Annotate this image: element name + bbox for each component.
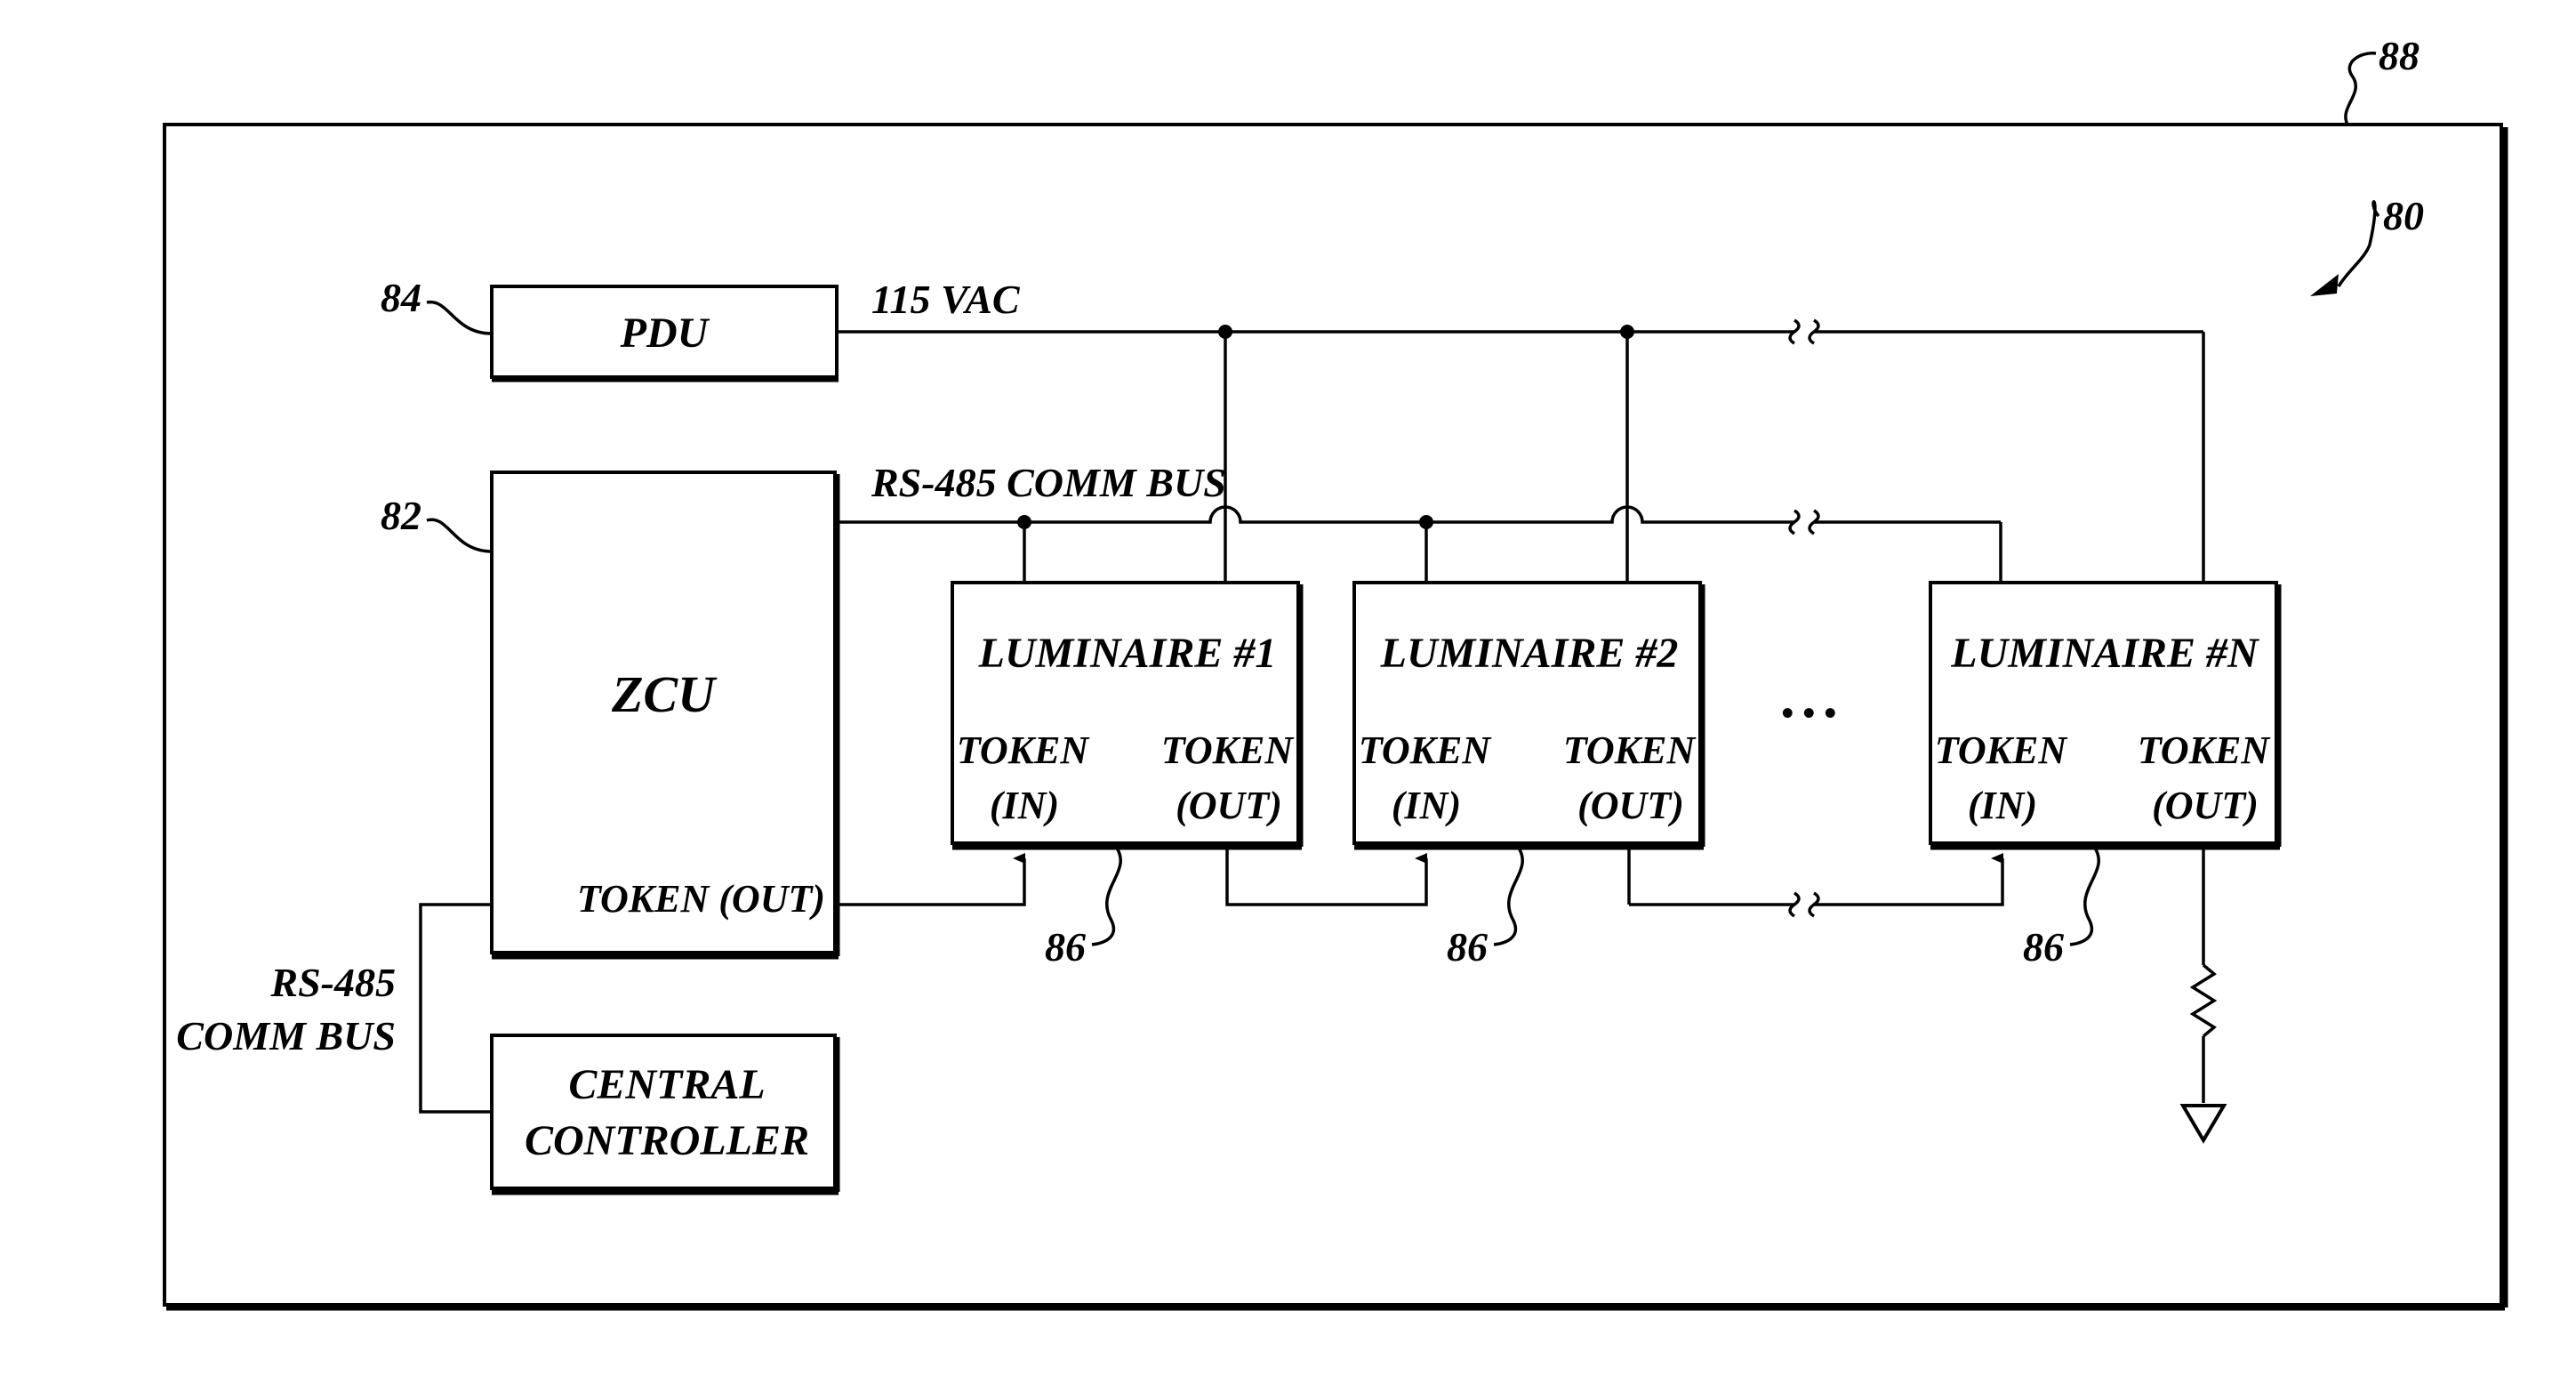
luminaire-n: LUMINAIRE #N TOKEN (IN) TOKEN (OUT) <box>1930 583 2280 847</box>
system-ref-number: 80 <box>2383 193 2424 238</box>
ellipsis: • • • <box>1781 693 1836 733</box>
controller-comm-label-line1: RS-485 <box>269 960 396 1005</box>
pdu-reference: 84 <box>381 275 492 334</box>
power-junction-2 <box>1620 325 1634 339</box>
system-reference: 80 <box>2310 193 2424 296</box>
luminaire-n-token-in-bottom: (IN) <box>1968 784 2037 827</box>
zcu-ref-number: 82 <box>381 493 421 538</box>
luminaire-2-reference: 86 <box>1447 847 1522 970</box>
controller-comm-label-line2: COMM BUS <box>176 1013 396 1058</box>
pdu-label: PDU <box>620 310 710 357</box>
luminaire-1: LUMINAIRE #1 TOKEN (IN) TOKEN (OUT) <box>952 583 1302 847</box>
pdu-ref-number: 84 <box>381 275 421 320</box>
luminaire-1-ref-number: 86 <box>1045 924 1086 970</box>
pdu-block: PDU <box>492 286 839 379</box>
luminaire-1-token-out-top: TOKEN <box>1161 728 1296 772</box>
power-junction-1 <box>1218 325 1232 339</box>
central-controller-label-line1: CENTRAL <box>568 1061 765 1108</box>
luminaire-1-token-in-bottom: (IN) <box>990 784 1059 827</box>
controller-comm-bus: RS-485 COMM BUS <box>176 905 492 1112</box>
luminaire-n-title: LUMINAIRE #N <box>1950 630 2260 677</box>
enclosure-ref-number: 88 <box>2379 33 2420 78</box>
zcu-reference: 82 <box>381 493 492 551</box>
comm-bus: RS-485 COMM BUS <box>837 460 2001 583</box>
ground-symbol <box>2183 1106 2224 1140</box>
power-bus: 115 VAC <box>837 277 2203 583</box>
token-chain <box>837 845 2002 916</box>
zcu-token-out-label: TOKEN (OUT) <box>577 877 825 921</box>
luminaire-1-title: LUMINAIRE #1 <box>978 630 1277 677</box>
enclosure-reference: 88 <box>2346 33 2420 125</box>
luminaire-2-token-in-bottom: (IN) <box>1392 784 1461 827</box>
luminaire-2-token-out-bottom: (OUT) <box>1577 784 1684 827</box>
zcu-label: ZCU <box>611 665 718 723</box>
central-controller-block: CENTRAL CONTROLLER <box>492 1035 839 1192</box>
luminaire-2: LUMINAIRE #2 TOKEN (IN) TOKEN (OUT) <box>1354 583 1704 847</box>
luminaire-2-token-in-top: TOKEN <box>1359 728 1493 772</box>
central-controller-label-line2: CONTROLLER <box>525 1117 809 1164</box>
luminaire-1-token-out-bottom: (OUT) <box>1176 784 1282 827</box>
luminaire-2-token-out-top: TOKEN <box>1563 728 1697 772</box>
luminaire-1-reference: 86 <box>1045 847 1120 970</box>
luminaire-1-token-in-top: TOKEN <box>957 728 1091 772</box>
zcu-block: ZCU TOKEN (OUT) <box>492 472 839 956</box>
luminaire-n-ref-number: 86 <box>2023 924 2064 970</box>
power-bus-label: 115 VAC <box>871 277 1021 322</box>
luminaire-2-title: LUMINAIRE #2 <box>1380 630 1679 677</box>
comm-junction-2 <box>1419 515 1433 529</box>
termination-resistor <box>2193 845 2214 1103</box>
luminaire-n-reference: 86 <box>2023 847 2099 970</box>
luminaire-n-token-in-top: TOKEN <box>1935 728 2069 772</box>
luminaire-n-token-out-bottom: (OUT) <box>2152 784 2259 827</box>
luminaire-n-token-out-top: TOKEN <box>2138 728 2272 772</box>
comm-bus-label: RS-485 COMM BUS <box>871 460 1226 505</box>
luminaire-2-ref-number: 86 <box>1447 924 1488 970</box>
comm-junction-1 <box>1017 515 1031 529</box>
